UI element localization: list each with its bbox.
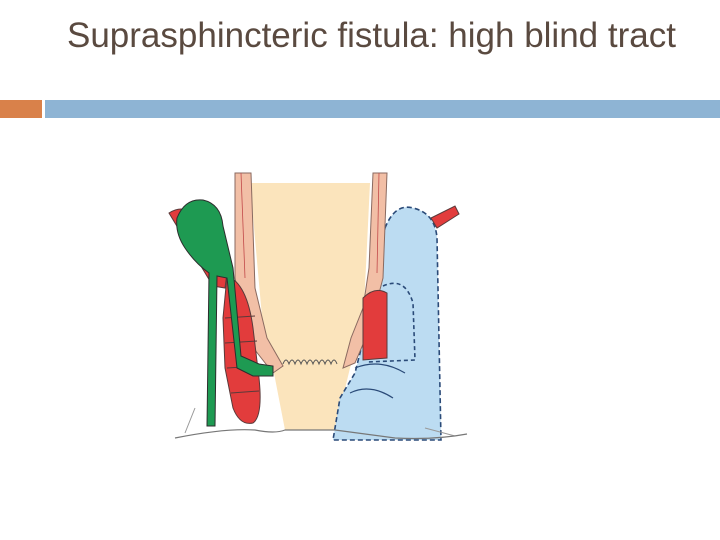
title-accent-bar-orange — [0, 100, 42, 118]
right-sphincter-outline — [366, 282, 416, 363]
anal-canal-illustration — [155, 168, 475, 443]
right-levator-stub — [430, 205, 460, 229]
slide-title: Suprasphincteric fistula: high blind tra… — [67, 16, 676, 55]
title-accent-bar-blue — [45, 100, 720, 118]
dentate-line-folds — [282, 359, 338, 366]
fistula-tract — [176, 199, 274, 427]
right-rectal-wall — [342, 172, 388, 369]
right-external-sphincter — [362, 289, 388, 361]
perianal-skin — [174, 429, 468, 440]
